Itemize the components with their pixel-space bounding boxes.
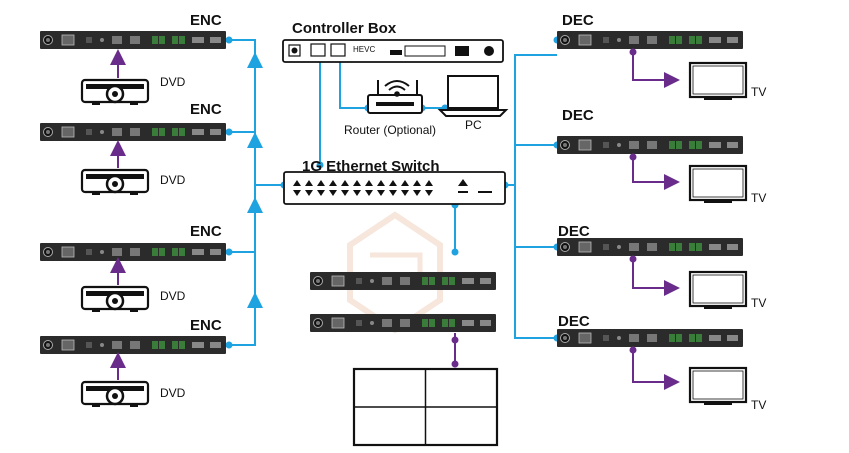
hevc-label: HEVC (353, 45, 375, 54)
ethernet-switch (283, 171, 506, 205)
dec-label-4: DEC (558, 313, 590, 330)
tv-4 (688, 366, 748, 407)
dec-label-1: DEC (562, 12, 594, 29)
enc-label-1: ENC (190, 12, 222, 29)
dvd-label-3: DVD (160, 289, 186, 303)
dvd-label-1: DVD (160, 75, 186, 89)
dvd-label-2: DVD (160, 173, 186, 187)
enc-label-2: ENC (190, 101, 222, 118)
encoder-4 (39, 335, 227, 355)
decoder-1 (556, 30, 744, 50)
controller-box-label: Controller Box (292, 20, 397, 37)
switch-label: 1G Ethernet Switch (302, 158, 440, 175)
dvd-player-3 (80, 285, 150, 314)
router (367, 80, 423, 114)
router-label: Router (Optional) (344, 123, 436, 137)
network-lines (228, 39, 557, 346)
dec-label-2: DEC (562, 107, 594, 124)
tv-1 (688, 61, 748, 102)
decoder-2 (556, 135, 744, 155)
hdmi-links-right (632, 49, 680, 390)
tv-label-2: TV (751, 191, 766, 205)
dvd-player-4 (80, 380, 150, 409)
decoder-4 (556, 328, 744, 348)
tv-label-4: TV (751, 398, 766, 412)
encoder-3 (39, 242, 227, 262)
hdmi-dots-videowall (451, 336, 459, 368)
enc-label-4: ENC (190, 317, 222, 334)
hdmi-dots-right (629, 48, 637, 354)
tv-label-3: TV (751, 296, 766, 310)
laptop-icon (437, 75, 509, 117)
dec-label-3: DEC (558, 223, 590, 240)
dvd-player-1 (80, 78, 150, 107)
wall-device-1 (309, 271, 497, 291)
tv-3 (688, 270, 748, 311)
tv-label-1: TV (751, 85, 766, 99)
encoder-1 (39, 30, 227, 50)
pc-label: PC (465, 118, 482, 132)
encoder-2 (39, 122, 227, 142)
dvd-player-2 (80, 168, 150, 197)
tv-2 (688, 164, 748, 205)
wifi-icon (384, 80, 410, 97)
dvd-label-4: DVD (160, 386, 186, 400)
wall-device-2 (309, 313, 497, 333)
video-wall (352, 367, 499, 447)
controller-box (282, 39, 504, 63)
enc-label-3: ENC (190, 223, 222, 240)
decoder-3 (556, 237, 744, 257)
